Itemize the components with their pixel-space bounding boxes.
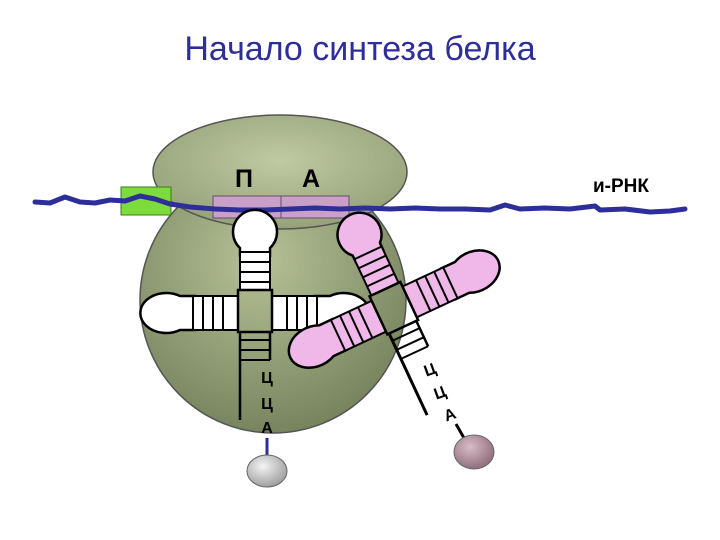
- mrna-strand: [32, 193, 688, 215]
- trna2-right-loop: [439, 249, 501, 301]
- trna2-cca-c1: Ц: [422, 360, 439, 380]
- trna1-left-stem: [192, 295, 239, 331]
- site-p-label: П: [235, 165, 253, 193]
- amino-acid-gray: [246, 454, 288, 488]
- trna1-anticodon-loop: [231, 208, 279, 258]
- trna1-cca-c1: Ц: [261, 370, 273, 387]
- trna1-left-loop: [139, 291, 197, 335]
- trna-p-site: Ц Ц А: [139, 208, 371, 488]
- mrna-label: и-РНК: [593, 176, 649, 197]
- trna2-left-loop: [287, 317, 349, 369]
- trna1-cca-a: А: [261, 420, 273, 437]
- trna1-cca-c2: Ц: [261, 396, 273, 413]
- trna-a-site: [287, 211, 501, 416]
- site-a-label: А: [302, 165, 320, 193]
- page-title: Начало синтеза белка: [184, 30, 536, 68]
- amino-acid-mauve: [453, 434, 495, 470]
- trna2-cca-c2: Ц: [432, 383, 449, 403]
- trna2-cca-a: А: [442, 405, 459, 425]
- trna1-right-stem: [271, 295, 318, 331]
